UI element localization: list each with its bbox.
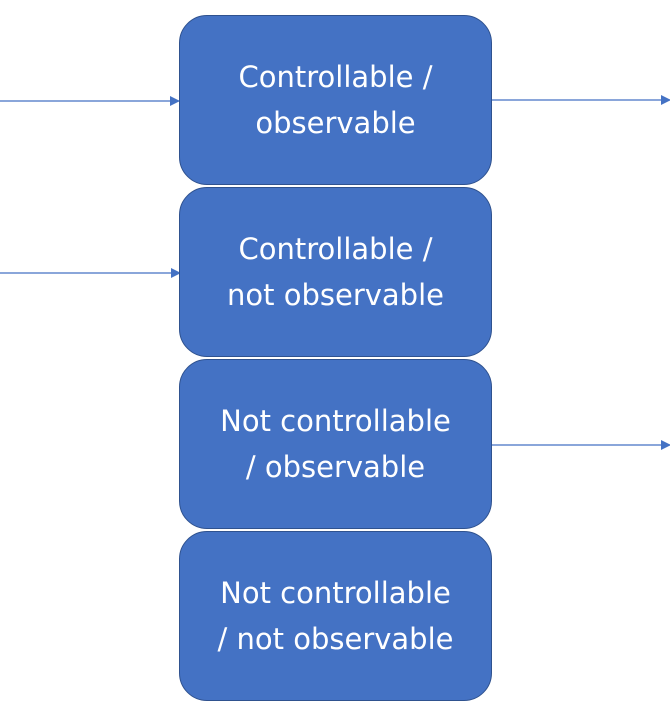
block-label-line-1: Controllable /	[238, 60, 433, 94]
block-controllable-not-observable: Controllable / not observable	[179, 187, 492, 357]
block-label-line-2: / not observable	[217, 622, 454, 656]
block-label-line-2: observable	[255, 106, 416, 140]
block-label-line-1: Not controllable	[220, 576, 451, 610]
block-not-controllable-not-observable: Not controllable / not observable	[179, 531, 492, 701]
block-label-line-1: Not controllable	[220, 404, 451, 438]
block-label-line-1: Controllable /	[238, 232, 433, 266]
block-label-line-2: / observable	[245, 450, 426, 484]
block-not-controllable-observable: Not controllable / observable	[179, 359, 492, 529]
block-controllable-observable: Controllable / observable	[179, 15, 492, 185]
block-label-line-2: not observable	[227, 278, 444, 312]
